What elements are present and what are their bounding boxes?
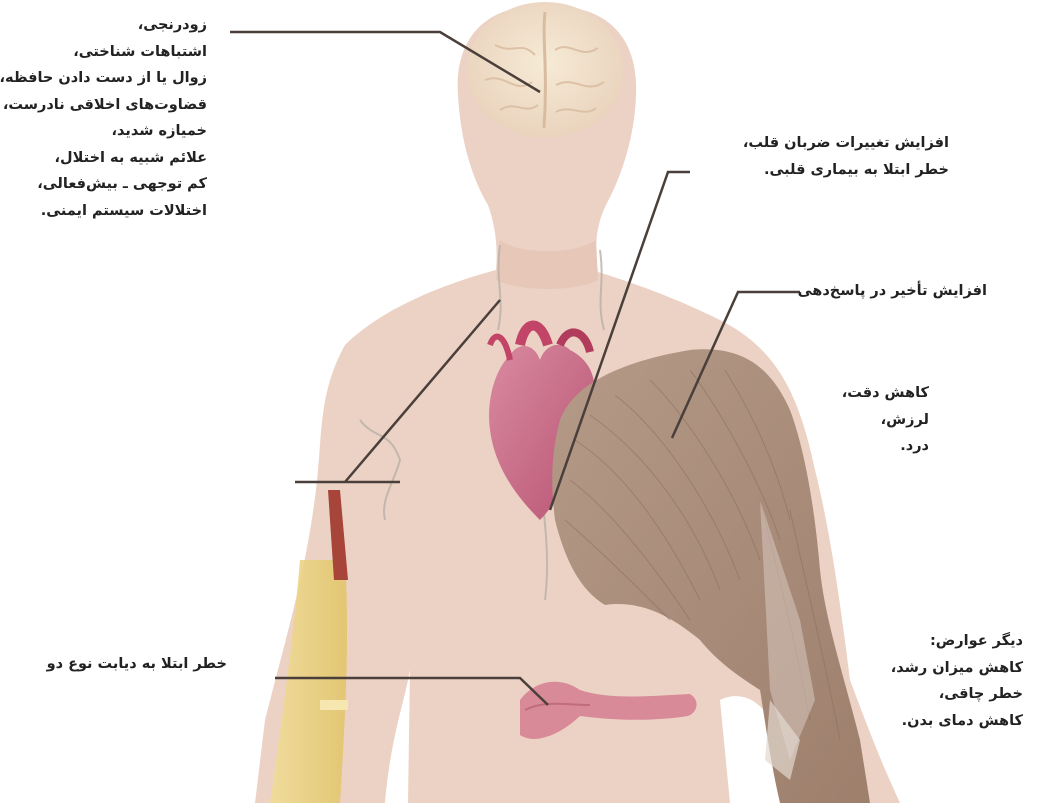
muscle-effects-label: کاهش دقت، لرزش، درد.	[842, 380, 929, 460]
diabetes-risk-label: خطر ابتلا به دیابت نوع دو	[47, 651, 227, 678]
other-effects-label: دیگر عوارض: کاهش میزان رشد، خطر چاقی، کا…	[891, 628, 1023, 734]
response-delay-label: افزایش تأخیر در پاسخ‌دهی	[798, 278, 987, 305]
brain-illustration	[467, 2, 623, 138]
other-effect-line: دیگر عوارض:	[891, 628, 1023, 655]
muscle-effect-line: کاهش دقت،	[842, 380, 929, 407]
brain-effect-line: خمیازه شدید،	[0, 118, 207, 145]
other-effect-line: کاهش دمای بدن.	[891, 708, 1023, 735]
other-effect-line: کاهش میزان رشد،	[891, 655, 1023, 682]
brain-effect-line: اختلالات سیستم ایمنی.	[0, 198, 207, 225]
brain-effect-line: قضاوت‌های اخلاقی نادرست،	[0, 92, 207, 119]
other-effect-line: خطر چاقی،	[891, 681, 1023, 708]
muscle-effect-line: لرزش،	[842, 407, 929, 434]
brain-effect-line: زودرنجی،	[0, 12, 207, 39]
response-effect-line: افزایش تأخیر در پاسخ‌دهی	[798, 278, 987, 305]
brain-effect-line: اشتباهات شناختی،	[0, 39, 207, 66]
brain-effects-label: زودرنجی، اشتباهات شناختی، زوال یا از دست…	[0, 12, 207, 224]
heart-effects-label: افزایش تغییرات ضربان قلب، خطر ابتلا به ب…	[743, 130, 949, 183]
brain-effect-line: علائم شبیه به اختلال،	[0, 145, 207, 172]
brain-effect-line: زوال یا از دست دادن حافظه،	[0, 65, 207, 92]
heart-effect-line: خطر ابتلا به بیماری قلبی.	[743, 157, 949, 184]
diabetes-effect-line: خطر ابتلا به دیابت نوع دو	[47, 651, 227, 678]
heart-effect-line: افزایش تغییرات ضربان قلب،	[743, 130, 949, 157]
brain-effect-line: کم توجهی ـ بیش‌فعالی،	[0, 171, 207, 198]
muscle-effect-line: درد.	[842, 433, 929, 460]
